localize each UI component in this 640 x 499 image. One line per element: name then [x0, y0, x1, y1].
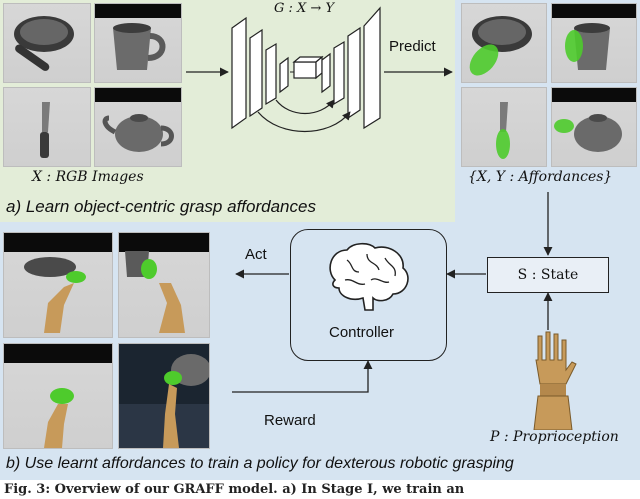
- grasp-teapot-image: [118, 343, 210, 449]
- figure-caption: Fig. 3: Overview of our GRAFF model. a) …: [0, 480, 640, 499]
- arrow-reward: [232, 360, 373, 393]
- pan-icon: [14, 16, 74, 71]
- grasp-pan-image: [3, 232, 113, 338]
- skip-connection-1: [275, 99, 335, 114]
- knife-affordance-image: [461, 87, 547, 167]
- brain-icon: [329, 242, 409, 311]
- teapot-affordance-image: [551, 87, 637, 167]
- grasp-knife-image: [3, 343, 113, 449]
- state-label: S : State: [517, 267, 579, 283]
- pan-image: [3, 3, 91, 83]
- network-title: G : X → Y: [274, 1, 335, 16]
- section-label-a: a) Learn object-centric grasp affordance…: [6, 197, 316, 216]
- teapot-affordance-icon: [554, 114, 622, 152]
- pan-affordance-icon: [469, 16, 532, 76]
- skip-connection-2: [257, 111, 351, 132]
- knife-affordance-icon: [496, 102, 510, 159]
- controller-label: Controller: [329, 324, 395, 341]
- state-box: S : State: [487, 257, 609, 293]
- controller-box: Controller: [290, 229, 447, 361]
- mug-affordance-icon: [565, 23, 610, 70]
- caption-affordances: {X, Y : Affordances}: [468, 169, 613, 185]
- teapot-image: [94, 87, 182, 167]
- grasp-teapot-icon: [119, 354, 209, 448]
- section-label-b: b) Use learnt affordances to train a pol…: [6, 455, 514, 472]
- knife-image: [3, 87, 91, 167]
- mug-icon: [113, 23, 166, 70]
- grasp-pan-icon: [24, 257, 86, 333]
- predict-label: Predict: [389, 38, 436, 55]
- caption-rgb-images: X : RGB Images: [32, 169, 144, 185]
- knife-icon: [40, 102, 50, 158]
- figure-caption-text: Fig. 3: Overview of our GRAFF model. a) …: [4, 482, 465, 497]
- caption-proprioception: P : Proprioception: [490, 429, 619, 445]
- pan-affordance-image: [461, 3, 547, 83]
- mug-image: [94, 3, 182, 83]
- mug-affordance-image: [551, 3, 637, 83]
- robot-hand-icon: [533, 331, 577, 430]
- grasp-mug-icon: [125, 251, 185, 333]
- grasp-mug-image: [118, 232, 210, 338]
- grasp-knife-icon: [44, 388, 74, 448]
- act-label: Act: [245, 246, 267, 263]
- unet-network: [231, 6, 381, 130]
- reward-label: Reward: [264, 412, 316, 429]
- teapot-icon: [102, 114, 174, 152]
